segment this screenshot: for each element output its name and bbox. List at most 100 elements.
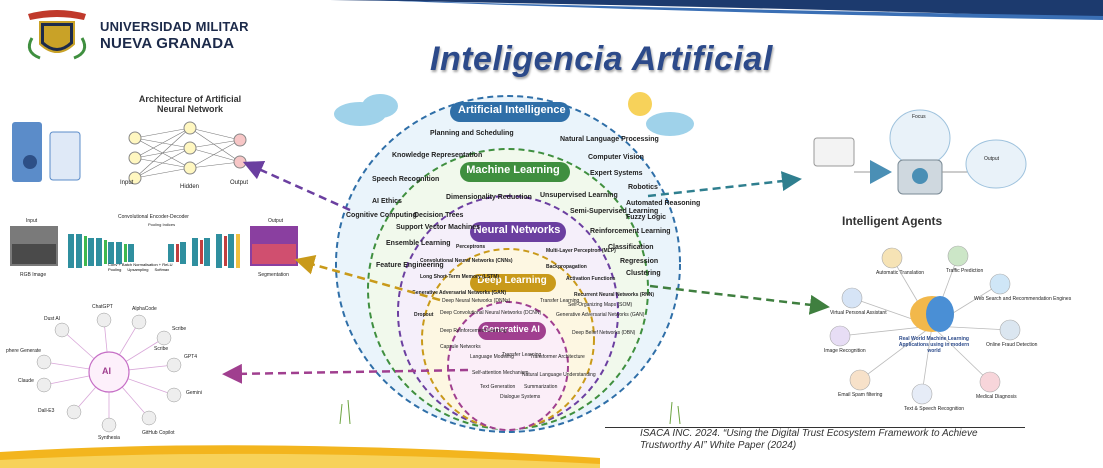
segnet-seg-label: Segmentation — [258, 272, 289, 278]
nn-item: Dropout — [414, 312, 434, 318]
segnet-legend-item: Pooling — [108, 267, 122, 272]
gen-item: Natural Language Understanding — [522, 372, 596, 378]
genai-tool: Synthesia — [98, 435, 120, 441]
citation-line1: ISACA INC. 2024. “Using the Digital Trus… — [640, 428, 978, 439]
ann-panel-title: Architecture of Artificial Neural Networ… — [138, 94, 242, 114]
segnet-pooling-label: Pooling Indices — [148, 222, 176, 227]
header-band — [330, 0, 1103, 20]
genai-tools-panel: AI ChatGPT AlphaCode Dust AI Scribe Scri… — [4, 300, 224, 445]
ml-app-item: Automatic Translation — [876, 270, 925, 276]
ai-item: Automated Reasoning — [626, 200, 701, 207]
ml-app-item: Traffic Prediction — [946, 268, 984, 274]
genai-tool: Dust AI — [44, 316, 61, 322]
ai-title: Artificial Intelligence — [458, 104, 566, 116]
citation-divider — [605, 427, 1025, 428]
dl-item: Deep Convolutional Neural Networks (DCNN… — [440, 310, 542, 316]
segnet-legend-item: Softmax — [154, 267, 170, 272]
ml-app-item: Online Fraud Detection — [986, 342, 1038, 348]
genai-tool: Claude — [18, 378, 34, 384]
genai-center-label: AI — [102, 366, 111, 376]
ai-item: Robotics — [628, 184, 658, 191]
ann-input-label: Input — [120, 180, 134, 186]
citation-line2: Trustworthy AI” White Paper (2024) — [640, 440, 797, 451]
dl-title: Deep Learning — [477, 275, 547, 286]
gen-ring — [447, 301, 569, 431]
segnet-output-label: Output — [268, 218, 284, 224]
gen-item: Text Generation — [480, 384, 516, 390]
university-crest-icon — [27, 10, 87, 60]
ml-item: Reinforcement Learning — [590, 228, 671, 235]
gen-item: Language Modeling — [470, 354, 514, 360]
dl-item: Transfer Learning — [540, 298, 580, 304]
ml-app-item: Web Search and Recommendation Engines — [974, 296, 1072, 302]
genai-tool: Scribe — [172, 326, 187, 332]
nn-item: Recurrent Neural Networks (RNN) — [574, 292, 655, 298]
ann-output-label: Output — [230, 180, 249, 186]
segnet-illustration — [10, 226, 298, 268]
ml-item: Support Vector Machines — [396, 224, 481, 231]
ann-panel: Architecture of Artificial Neural Networ… — [10, 94, 260, 193]
nn-item: Perceptrons — [456, 244, 486, 250]
genai-hub-illustration — [36, 312, 182, 433]
genai-tool: GitHub Copilot — [142, 430, 175, 436]
ai-item: Cognitive Computing — [346, 212, 417, 219]
ml-apps-hub-illustration — [829, 245, 1021, 405]
agents-title: Intelligent Agents — [842, 214, 943, 228]
ml-app-item: Image Recognition — [824, 348, 866, 354]
dl-item: Deep Reinforcement Learning — [440, 328, 507, 334]
gen-item: Transfer Learning — [502, 352, 542, 358]
nn-item: Multi-Layer Perceptron (MLP) — [546, 248, 616, 254]
genai-tool: phere Generate — [6, 348, 42, 354]
ai-item: Computer Vision — [588, 154, 644, 161]
genai-tool: ChatGPT — [92, 304, 113, 310]
ml-title: Machine Learning — [466, 164, 560, 176]
ai-nested-diagram — [334, 92, 694, 433]
segnet-panel: Convolutional Encoder-Decoder Input Outp… — [8, 214, 300, 284]
ai-item: Expert Systems — [590, 170, 643, 177]
ml-apps-center-label: Real World Machine Learning Applications… — [898, 336, 970, 354]
ml-item: Regression — [620, 258, 659, 265]
nn-item: Activation Functions — [566, 276, 616, 282]
ml-item: Classification — [608, 244, 654, 251]
gen-item: Summarization — [524, 384, 558, 390]
segnet-title: Convolutional Encoder-Decoder — [118, 214, 189, 220]
ml-item: Decision Trees — [414, 212, 464, 219]
gen-item: Transformer Architecture — [530, 354, 585, 360]
agents-output-label: Output — [984, 156, 1000, 162]
genai-tool: Scribe — [154, 346, 169, 352]
citation: ISACA INC. 2024. “Using the Digital Trus… — [640, 428, 978, 452]
dl-item: Deep Belief Networks (DBN) — [572, 330, 636, 336]
nn-item: Convolutional Neural Networks (CNNs) — [420, 258, 513, 264]
nn-title: Neural Networks — [473, 224, 561, 236]
dl-item: Deep Neural Networks (DNNs) — [442, 298, 511, 304]
genai-tool: GPT4 — [184, 354, 198, 360]
segnet-legend: Conv + Batch Normalisation + ReLU Poolin… — [108, 262, 238, 278]
agents-focus-label: Focus — [912, 114, 926, 120]
university-name-line1: Universidad Militar — [100, 19, 249, 34]
ann-illustration — [12, 121, 247, 185]
ai-item: Planning and Scheduling — [430, 130, 514, 137]
segnet-legend-item: Conv + Batch Normalisation + ReLU — [108, 262, 173, 267]
ml-item: Semi-Supervised Learning — [570, 208, 659, 215]
genai-tool: AlphaCode — [132, 306, 157, 312]
ml-item: Unsupervised Learning — [540, 192, 618, 199]
ann-hidden-label: Hidden — [180, 184, 200, 190]
nn-item: Generative Adversarial Networks (GAN) — [412, 290, 507, 296]
ml-item: Clustering — [626, 270, 661, 277]
ai-item: Fuzzy Logic — [626, 214, 667, 221]
agents-illustration — [813, 109, 1027, 195]
segnet-input-label: Input — [26, 218, 38, 224]
genai-tool: Gemini — [186, 390, 202, 396]
ai-item: Natural Language Processing — [560, 136, 659, 143]
gen-item: Self-attention Mechanism — [472, 370, 529, 376]
ml-app-item: Medical Diagnosis — [976, 394, 1017, 400]
page-title: Inteligencia Artificial — [430, 40, 773, 78]
agents-panel: Focus Output — [800, 108, 1070, 203]
footer-band — [0, 445, 600, 468]
university-name: Universidad Militar Nueva Granada — [100, 18, 249, 52]
gen-item: Dialogue Systems — [500, 394, 541, 400]
gen-title: Generative AI — [482, 324, 540, 334]
segnet-rgb-label: RGB Image — [20, 272, 47, 278]
ml-item: Dimensionality Reduction — [446, 194, 532, 201]
ai-item: Knowledge Representation — [392, 152, 483, 159]
